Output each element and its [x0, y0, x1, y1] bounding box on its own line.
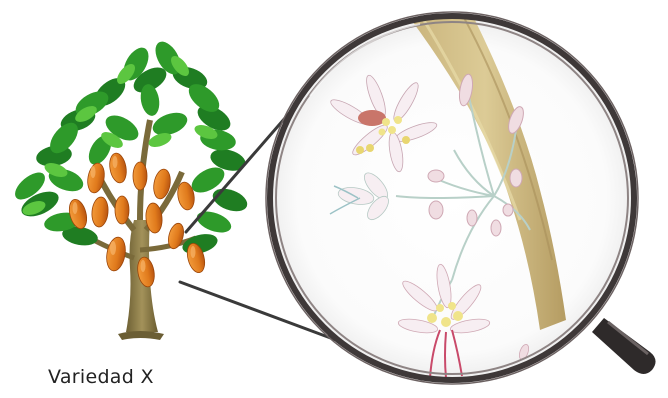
magnifying-glass-icon	[266, 10, 638, 384]
magnifying-glass-handle	[592, 318, 656, 374]
variety-caption: Variedad X	[48, 366, 154, 388]
